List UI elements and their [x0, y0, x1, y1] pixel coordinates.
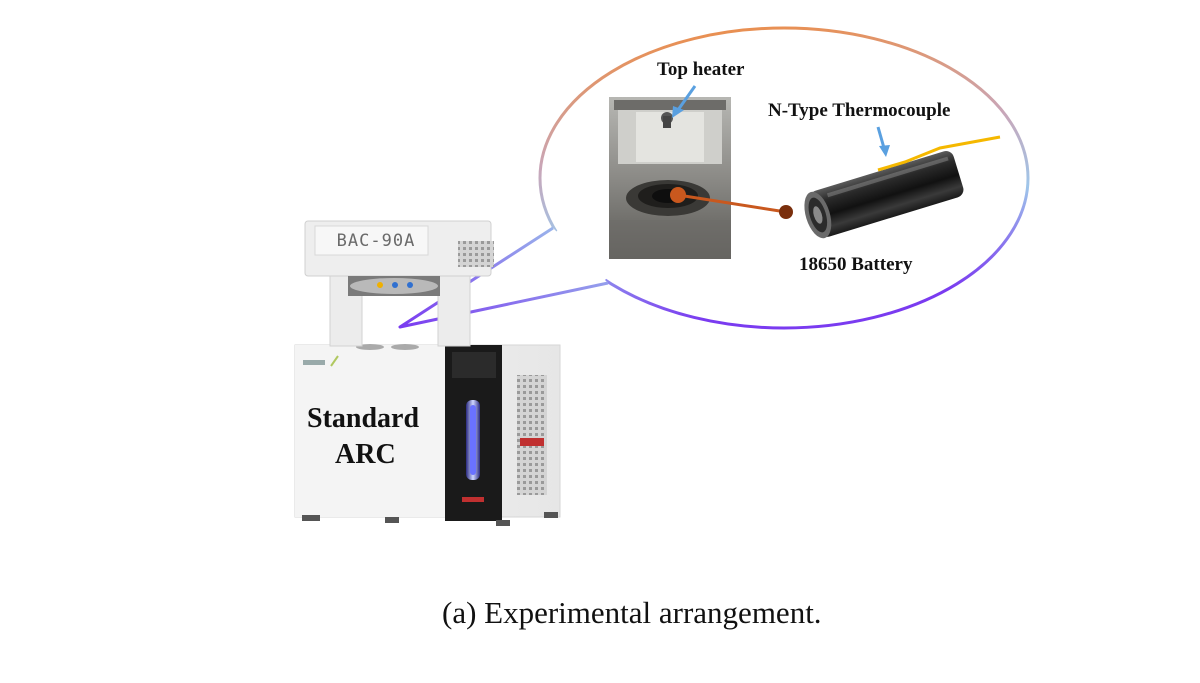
- device-name-line2: ARC: [335, 439, 396, 470]
- device-model-plate: BAC-90A: [336, 231, 416, 251]
- battery-label: 18650 Battery: [799, 254, 913, 275]
- chamber-photo: [609, 97, 731, 259]
- thermocouple-wire: [877, 135, 1001, 172]
- battery-18650: [804, 151, 964, 239]
- battery-connector: [670, 187, 793, 219]
- thermocouple-label: N-Type Thermocouple: [768, 100, 951, 121]
- thermocouple-arrow: [876, 126, 890, 157]
- figure-caption: (a) Experimental arrangement.: [442, 595, 822, 630]
- top-heater-arrow: [672, 85, 697, 118]
- arc-machine: [294, 220, 561, 526]
- top-heater-label: Top heater: [657, 59, 745, 80]
- device-name-line1: Standard: [307, 403, 420, 434]
